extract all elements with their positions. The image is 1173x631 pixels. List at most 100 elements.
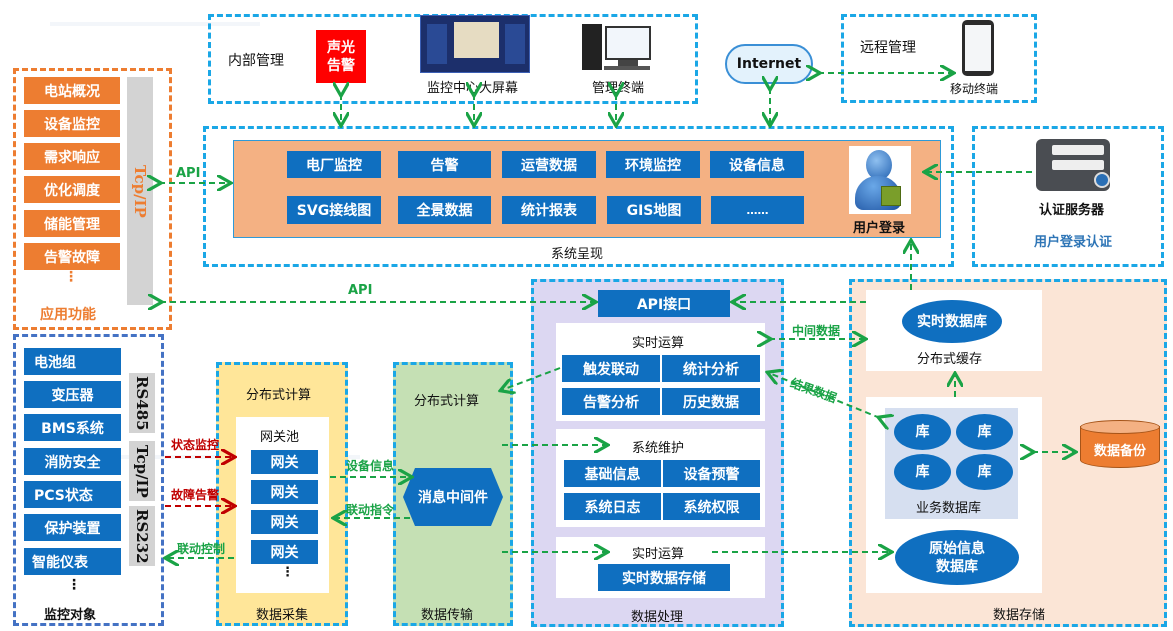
app-function-station-overview[interactable]: 电站概况 <box>24 77 120 104</box>
remote-management-title: 远程管理 <box>860 40 916 56</box>
internal-management-title: 内部管理 <box>228 53 284 69</box>
sound-light-alarm-box[interactable]: 声光 告警 <box>316 30 366 83</box>
module-plant-monitoring[interactable]: 电厂监控 <box>287 151 381 178</box>
gateway-4[interactable]: 网关 <box>251 540 318 564</box>
realtime-data-storage[interactable]: 实时数据存储 <box>598 564 730 591</box>
module-operation-data[interactable]: 运营数据 <box>502 151 596 178</box>
realtime-database[interactable]: 实时数据库 <box>902 300 1002 343</box>
monitor-item-battery[interactable]: 电池组 <box>24 348 121 375</box>
system-presentation-title: 系统呈现 <box>551 247 604 262</box>
linkage-control-label: 联动控制 <box>177 542 226 556</box>
realtime-compute-title-2: 实时运算 <box>632 547 685 562</box>
monitor-item-transformer[interactable]: 变压器 <box>24 381 121 408</box>
api-label-middle: API <box>348 283 373 298</box>
module-device-info[interactable]: 设备信息 <box>710 151 804 178</box>
db-node-1[interactable]: 库 <box>894 414 951 450</box>
trigger-linkage[interactable]: 触发联动 <box>562 355 660 382</box>
rs485-bar: RS485 <box>129 373 155 433</box>
tcpip-label: Tcp/IP <box>131 164 149 218</box>
statistical-analysis[interactable]: 统计分析 <box>662 355 760 382</box>
mobile-terminal-icon <box>962 20 994 76</box>
monitor-item-fire-safety[interactable]: 消防安全 <box>24 448 121 475</box>
monitor-ellipsis: ⋮ <box>67 577 81 593</box>
tcpip-bar: Tcp/IP <box>127 77 153 305</box>
gateway-3[interactable]: 网关 <box>251 510 318 534</box>
app-function-optimization[interactable]: 优化调度 <box>24 176 120 203</box>
big-screen-icon <box>420 15 530 73</box>
device-info-label: 设备信息 <box>346 459 395 473</box>
realtime-compute-title: 实时运算 <box>632 336 685 351</box>
management-terminal-icon <box>582 22 652 72</box>
auth-title: 用户登录认证 <box>1034 235 1113 250</box>
rs232-bar: RS232 <box>129 506 155 566</box>
monitor-item-pcs[interactable]: PCS状态 <box>24 481 121 508</box>
distributed-cache-title: 分布式缓存 <box>917 352 983 367</box>
system-presentation-group <box>203 126 954 267</box>
user-login-icon[interactable] <box>849 146 911 214</box>
api-label-top: API <box>176 166 201 181</box>
device-warning[interactable]: 设备预警 <box>663 460 760 487</box>
data-transfer-title: 数据传输 <box>421 608 474 623</box>
raw-info-database[interactable]: 原始信息 数据库 <box>895 530 1019 585</box>
status-monitor-label: 状态监控 <box>171 438 220 452</box>
module-alarm[interactable]: 告警 <box>398 151 491 178</box>
internet-cloud-icon: Internet <box>725 44 813 84</box>
module-gis-map[interactable]: GIS地图 <box>607 196 701 224</box>
mobile-terminal-label: 移动终端 <box>950 82 999 96</box>
linkage-command-label: 联动指令 <box>346 503 395 517</box>
internet-label: Internet <box>736 56 802 72</box>
result-data-label: 结果数据 <box>788 375 839 406</box>
system-maintenance-title: 系统维护 <box>632 441 685 456</box>
message-middleware[interactable]: 消息中间件 <box>403 468 503 526</box>
data-collection-header: 分布式计算 <box>246 388 312 403</box>
application-functions-title: 应用功能 <box>40 307 96 323</box>
business-db-title: 业务数据库 <box>916 501 982 516</box>
db-node-3[interactable]: 库 <box>894 454 951 490</box>
app-function-ellipsis: ⋮ <box>64 269 78 285</box>
module-environment-monitoring[interactable]: 环境监控 <box>606 151 700 178</box>
fault-alarm-label: 故障告警 <box>171 488 220 502</box>
data-backup-label: 数据备份 <box>1093 444 1146 459</box>
application-functions-group <box>13 68 172 330</box>
app-function-device-monitoring[interactable]: 设备监控 <box>24 110 120 137</box>
alarm-analysis[interactable]: 告警分析 <box>562 388 660 415</box>
monitor-item-bms[interactable]: BMS系统 <box>24 414 121 441</box>
gateway-pool-title: 网关池 <box>260 430 300 445</box>
app-function-demand-response[interactable]: 需求响应 <box>24 143 120 170</box>
db-node-4[interactable]: 库 <box>956 454 1013 490</box>
data-transfer-header: 分布式计算 <box>414 394 480 409</box>
user-login-label: 用户登录 <box>853 221 906 236</box>
data-storage-title: 数据存储 <box>993 608 1046 623</box>
monitor-item-protection[interactable]: 保护装置 <box>24 514 121 541</box>
module-more[interactable]: …… <box>711 196 804 224</box>
system-log[interactable]: 系统日志 <box>564 493 661 520</box>
api-interface[interactable]: API接口 <box>598 290 730 317</box>
app-function-storage-management[interactable]: 储能管理 <box>24 210 120 237</box>
module-statistics-report[interactable]: 统计报表 <box>502 196 596 224</box>
app-function-alarm-fault[interactable]: 告警故障 <box>24 243 120 270</box>
module-panorama-data[interactable]: 全景数据 <box>398 196 491 224</box>
auth-group <box>972 126 1164 267</box>
monitor-objects-title: 监控对象 <box>44 608 97 623</box>
gateway-1[interactable]: 网关 <box>251 450 318 474</box>
management-terminal-label: 管理终端 <box>592 81 645 96</box>
remote-management-group <box>841 14 1037 103</box>
data-backup-cylinder[interactable]: 数据备份 <box>1080 420 1160 472</box>
gateway-2[interactable]: 网关 <box>251 480 318 504</box>
intermediate-data-label: 中间数据 <box>792 324 841 338</box>
watermark <box>50 22 260 26</box>
monitor-item-smart-meter[interactable]: 智能仪表 <box>24 548 121 575</box>
data-processing-title: 数据处理 <box>631 610 684 625</box>
basic-info[interactable]: 基础信息 <box>564 460 661 487</box>
auth-server-icon <box>1036 139 1110 191</box>
rs485-label: RS485 <box>133 375 151 431</box>
db-node-2[interactable]: 库 <box>956 414 1013 450</box>
history-data[interactable]: 历史数据 <box>662 388 760 415</box>
message-middleware-label: 消息中间件 <box>418 490 488 506</box>
gateway-ellipsis: ⋮ <box>281 565 294 580</box>
data-collection-title: 数据采集 <box>256 608 309 623</box>
system-permission[interactable]: 系统权限 <box>663 493 760 520</box>
module-svg-wiring[interactable]: SVG接线图 <box>287 196 381 224</box>
tcpip-label-bottom: Tcp/IP <box>133 444 151 498</box>
auth-server-label: 认证服务器 <box>1039 203 1105 218</box>
